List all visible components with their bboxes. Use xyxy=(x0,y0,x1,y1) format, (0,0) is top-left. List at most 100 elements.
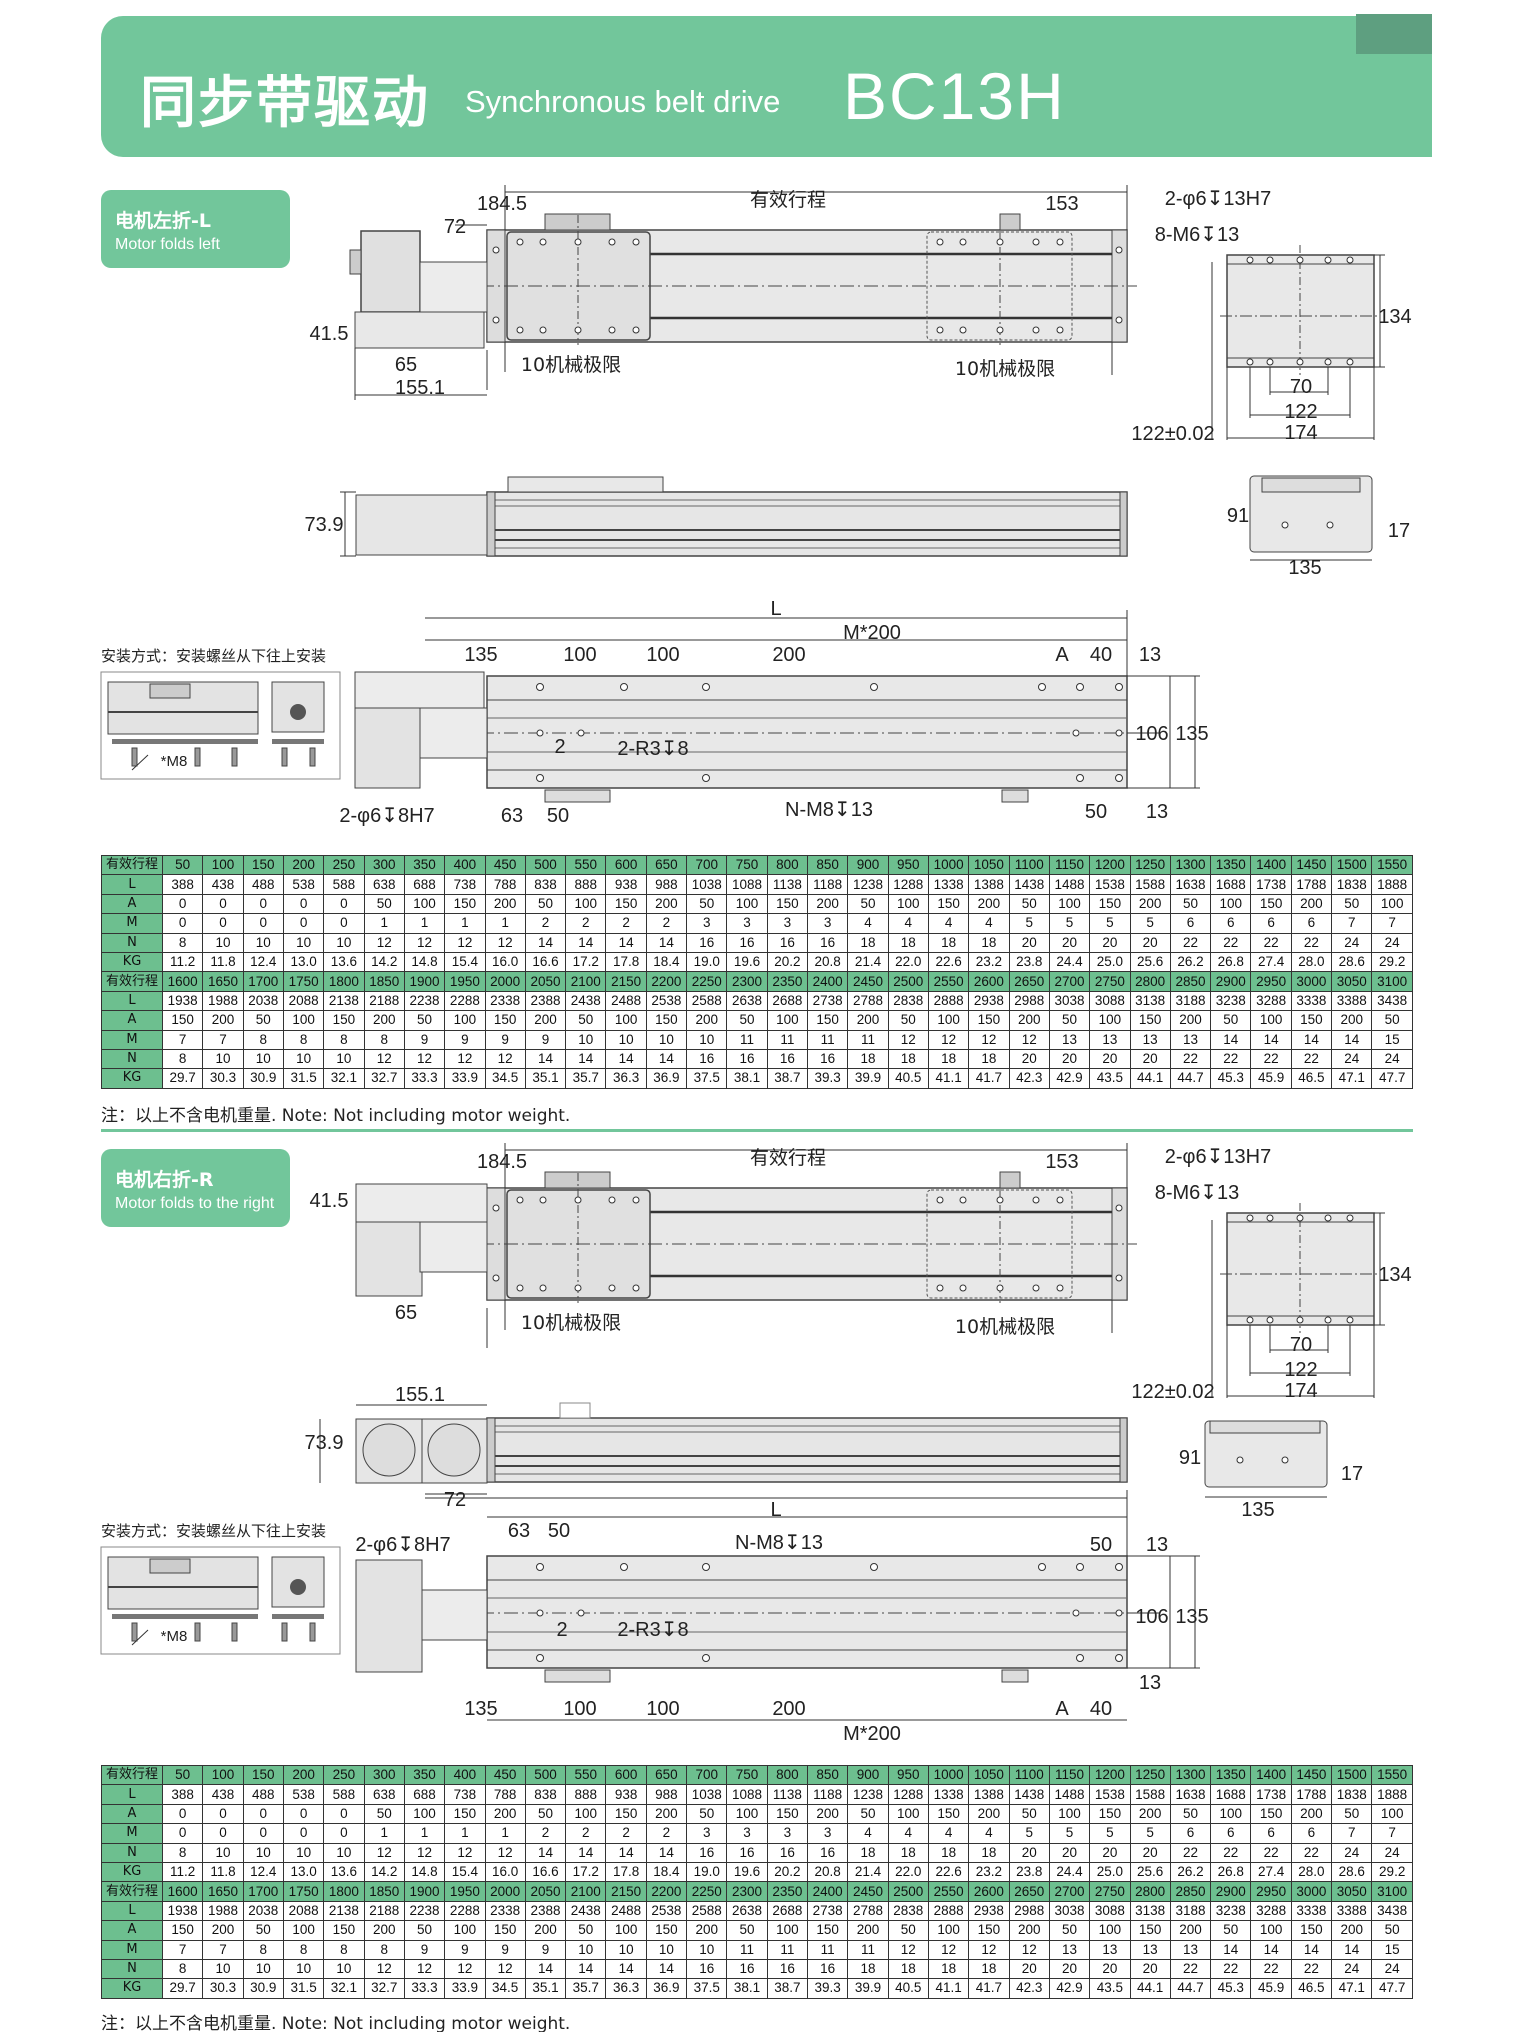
table-cell: 1050 xyxy=(968,854,1010,876)
table-cell: 3188 xyxy=(1169,1900,1212,1922)
table-cell: 100 xyxy=(1210,1803,1252,1825)
table-cell: 20 xyxy=(1129,932,1171,953)
table-note: 注：以上不含电机重量. Note: Not including motor we… xyxy=(101,2014,571,2032)
table-cell: 200 xyxy=(282,1764,325,1786)
table-cell: 18 xyxy=(847,1958,889,1980)
table-cell: 2050 xyxy=(524,1881,567,1902)
table-cell: 3388 xyxy=(1331,990,1373,1012)
table-cell: 3 xyxy=(726,913,768,934)
table-cell: 22 xyxy=(1290,932,1333,953)
dim-tolerance: 122±0.02 xyxy=(1131,1381,1214,1403)
table-cell: 22 xyxy=(1169,1842,1212,1863)
table-cell: 150 xyxy=(1250,893,1292,915)
table-cell: 3138 xyxy=(1129,1900,1171,1922)
table-cell: 1488 xyxy=(1048,1784,1091,1805)
table-cell: 16 xyxy=(806,1958,849,1980)
table-cell: 5 xyxy=(1008,913,1050,934)
table-cell: 11 xyxy=(806,1029,849,1050)
dim-17: 17 xyxy=(1341,1463,1363,1485)
table-cell: 1150 xyxy=(1048,1764,1091,1786)
table-cell: 2488 xyxy=(605,990,647,1012)
dim-effective-stroke: 有效行程 xyxy=(750,1147,826,1169)
table-cell: 100 xyxy=(444,1010,486,1031)
table-cell: 50 xyxy=(887,1010,929,1031)
table-cell: 150 xyxy=(968,1010,1010,1031)
table-cell: 0 xyxy=(323,1823,365,1844)
row-label: KG xyxy=(101,1861,163,1883)
table-cell: 50 xyxy=(686,893,728,915)
table-cell: 22 xyxy=(1250,932,1292,953)
table-cell: 6 xyxy=(1250,913,1292,934)
dim-155-1: 155.1 xyxy=(395,1384,445,1406)
table-cell: 650 xyxy=(645,1764,688,1786)
table-cell: 22 xyxy=(1290,1958,1333,1980)
table-cell: 2750 xyxy=(1089,971,1131,992)
dim-13: 13 xyxy=(1139,644,1161,666)
motor xyxy=(360,230,421,313)
dim-M200: M*200 xyxy=(843,622,901,644)
table-cell: 50 xyxy=(524,1803,567,1825)
table-cell: 22 xyxy=(1290,1048,1333,1070)
table-cell: 1900 xyxy=(403,1881,446,1902)
table-cell: 7 xyxy=(161,1939,204,1960)
dim-153: 153 xyxy=(1045,193,1078,215)
table-cell: 14 xyxy=(645,1842,688,1863)
table-cell: 20.8 xyxy=(806,1861,849,1883)
table-cell: 150 xyxy=(968,1920,1010,1941)
table-cell: 18 xyxy=(927,1958,970,1980)
table-cell: 600 xyxy=(605,854,647,876)
table-cell: 18 xyxy=(887,1048,929,1070)
table-cell: 100 xyxy=(766,1920,809,1941)
table-cell: 900 xyxy=(847,1764,889,1786)
table-cell: 20 xyxy=(1089,932,1131,953)
table-cell: 2050 xyxy=(524,971,567,992)
table-cell: 4 xyxy=(927,1823,970,1844)
table-cell: 20 xyxy=(1129,1048,1171,1070)
table-cell: 2900 xyxy=(1210,1881,1252,1902)
table-cell: 150 xyxy=(766,1803,809,1825)
table-cell: 43.5 xyxy=(1089,1068,1131,1089)
dim-200: 200 xyxy=(772,644,805,666)
table-cell: 8 xyxy=(282,1939,325,1960)
table-cell: 35.1 xyxy=(524,1978,567,1999)
table-cell: 13 xyxy=(1129,1029,1171,1050)
table-cell: 19.0 xyxy=(686,1861,728,1883)
table-cell: 28.0 xyxy=(1290,951,1333,973)
table-cell: 50 xyxy=(847,1803,889,1825)
table-cell: 12 xyxy=(444,932,486,953)
table-cell: 200 xyxy=(1290,893,1333,915)
table-cell: 14 xyxy=(1210,1029,1252,1050)
table-cell: 50 xyxy=(524,893,567,915)
table-cell: 11.2 xyxy=(161,951,204,973)
table-cell: 2300 xyxy=(726,971,768,992)
table-cell: 50 xyxy=(242,1010,284,1031)
table-cell: 16.6 xyxy=(524,951,567,973)
table-cell: 5 xyxy=(1008,1823,1050,1844)
table-cell: 12 xyxy=(1008,1029,1050,1050)
table-cell: 22 xyxy=(1169,932,1212,953)
table-cell: 14 xyxy=(605,1842,647,1863)
table-cell: 24 xyxy=(1331,1842,1373,1863)
table-cell: 1000 xyxy=(927,854,970,876)
table-cell: 14.2 xyxy=(363,1861,405,1883)
row-label: N xyxy=(101,1842,163,1863)
table-cell: 200 xyxy=(645,893,688,915)
table-cell: 2888 xyxy=(927,1900,970,1922)
table-cell: 2450 xyxy=(847,1881,889,1902)
table-cell: 1388 xyxy=(968,1784,1010,1805)
table-cell: 12 xyxy=(363,1958,405,1980)
table-cell: 12 xyxy=(403,932,446,953)
table-cell: 1988 xyxy=(202,990,244,1012)
table-cell: 18.4 xyxy=(645,951,688,973)
table-cell: 8 xyxy=(242,1029,284,1050)
table-cell: 18 xyxy=(887,932,929,953)
table-cell: 2900 xyxy=(1210,971,1252,992)
table-cell: 100 xyxy=(605,1920,647,1941)
dim-n-m8: N-M8↧13 xyxy=(735,1532,823,1554)
table-cell: 688 xyxy=(403,1784,446,1805)
table-cell: 50 xyxy=(1210,1010,1252,1031)
table-cell: 2838 xyxy=(887,1900,929,1922)
table-cell: 34.5 xyxy=(484,1068,526,1089)
